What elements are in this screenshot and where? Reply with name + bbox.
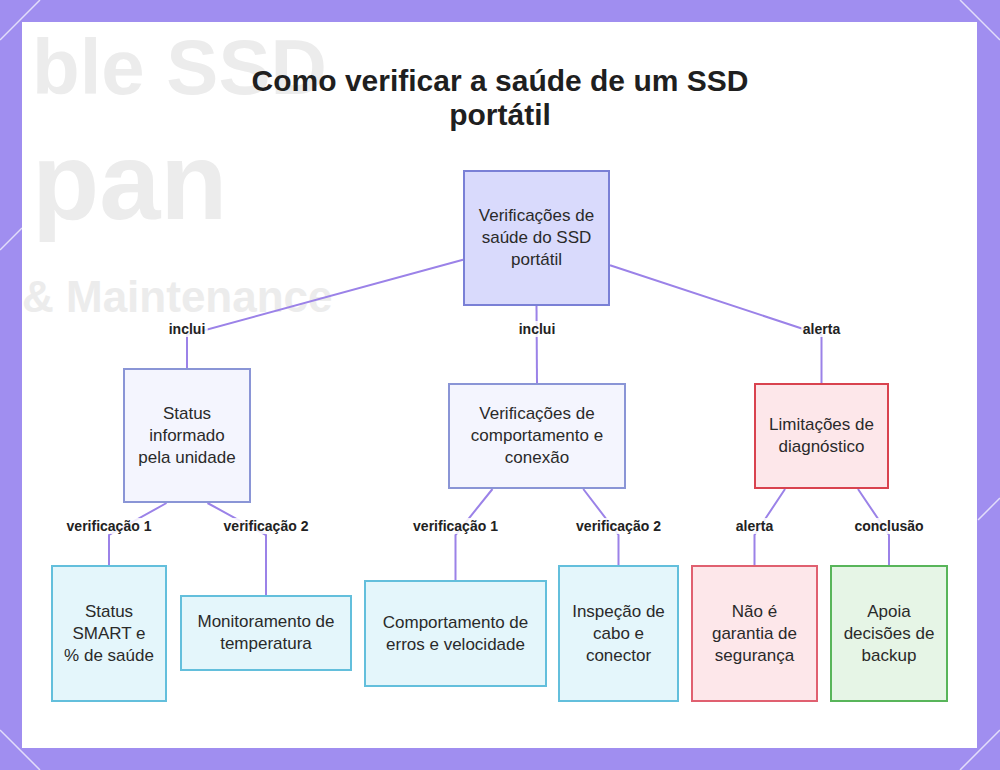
node-text: Status SMART e % de saúde [63,601,155,667]
root-box: Verificações de saúde do SSD portátil [463,170,610,306]
warning-box: Não é garantia de segurança [691,565,818,702]
connector-line [207,503,266,595]
text-stack: Verificações de comportamento e conexão [460,403,614,469]
node-text: Monitoramento de temperatura [192,611,340,655]
node-text: Comportamento de erros e velocidade [376,612,535,656]
connector-line [536,306,539,383]
node-text: Não é garantia de segurança [703,601,806,667]
edge-label: alerta [734,518,775,534]
check-box: Comportamento de erros e velocidade [364,580,547,687]
connector-line [109,503,167,565]
edge-label: verificação 2 [574,518,663,534]
connector-line [187,260,463,368]
node-text: Apoia decisões de backup [842,601,936,667]
text-stack: Não é garantia de segurança [703,601,806,667]
node-text: Limitações de diagnóstico [766,414,877,458]
text-stack: Limitações de diagnóstico [766,414,877,458]
edge-label: inclui [517,321,558,337]
edge-label: verificação 2 [222,518,311,534]
connector-line [610,265,822,383]
node-text: Verificações de saúde do SSD portátil [475,205,598,271]
text-stack: Verificações de saúde do SSD portátil [475,205,598,271]
watermark-text: & Maintenance [22,272,333,322]
node-text: Verificações de comportamento e conexão [460,403,614,469]
check-box: Status SMART e % de saúde [51,565,167,702]
edge-label: verificação 1 [411,518,500,534]
edge-label: inclui [167,321,208,337]
text-stack: Monitoramento de temperatura [192,611,340,655]
check-box: Monitoramento de temperatura [180,595,352,671]
text-stack: Inspeção de cabo e conector [570,601,667,667]
text-stack: Status informado pela unidade [135,403,239,469]
conclusion-box: Apoia decisões de backup [830,565,948,702]
check-box: Inspeção de cabo e conector [558,565,679,702]
category-box: Status informado pela unidade [123,368,251,503]
watermark-text: pan [32,117,228,244]
edge-label: conclusão [852,518,925,534]
node-text: Inspeção de cabo e conector [570,601,667,667]
text-stack: Comportamento de erros e velocidade [376,612,535,656]
text-stack: Status SMART e % de saúde [63,601,155,667]
warning-box: Limitações de diagnóstico [754,383,889,489]
diagram-title: Como verificar a saúde de um SSD portáti… [220,64,780,132]
edge-label: alerta [801,321,842,337]
text-stack: Apoia decisões de backup [842,601,936,667]
edge-label: verificação 1 [65,518,154,534]
category-box: Verificações de comportamento e conexão [448,383,626,489]
node-text: Status informado pela unidade [135,403,239,469]
connector-line [456,489,493,580]
